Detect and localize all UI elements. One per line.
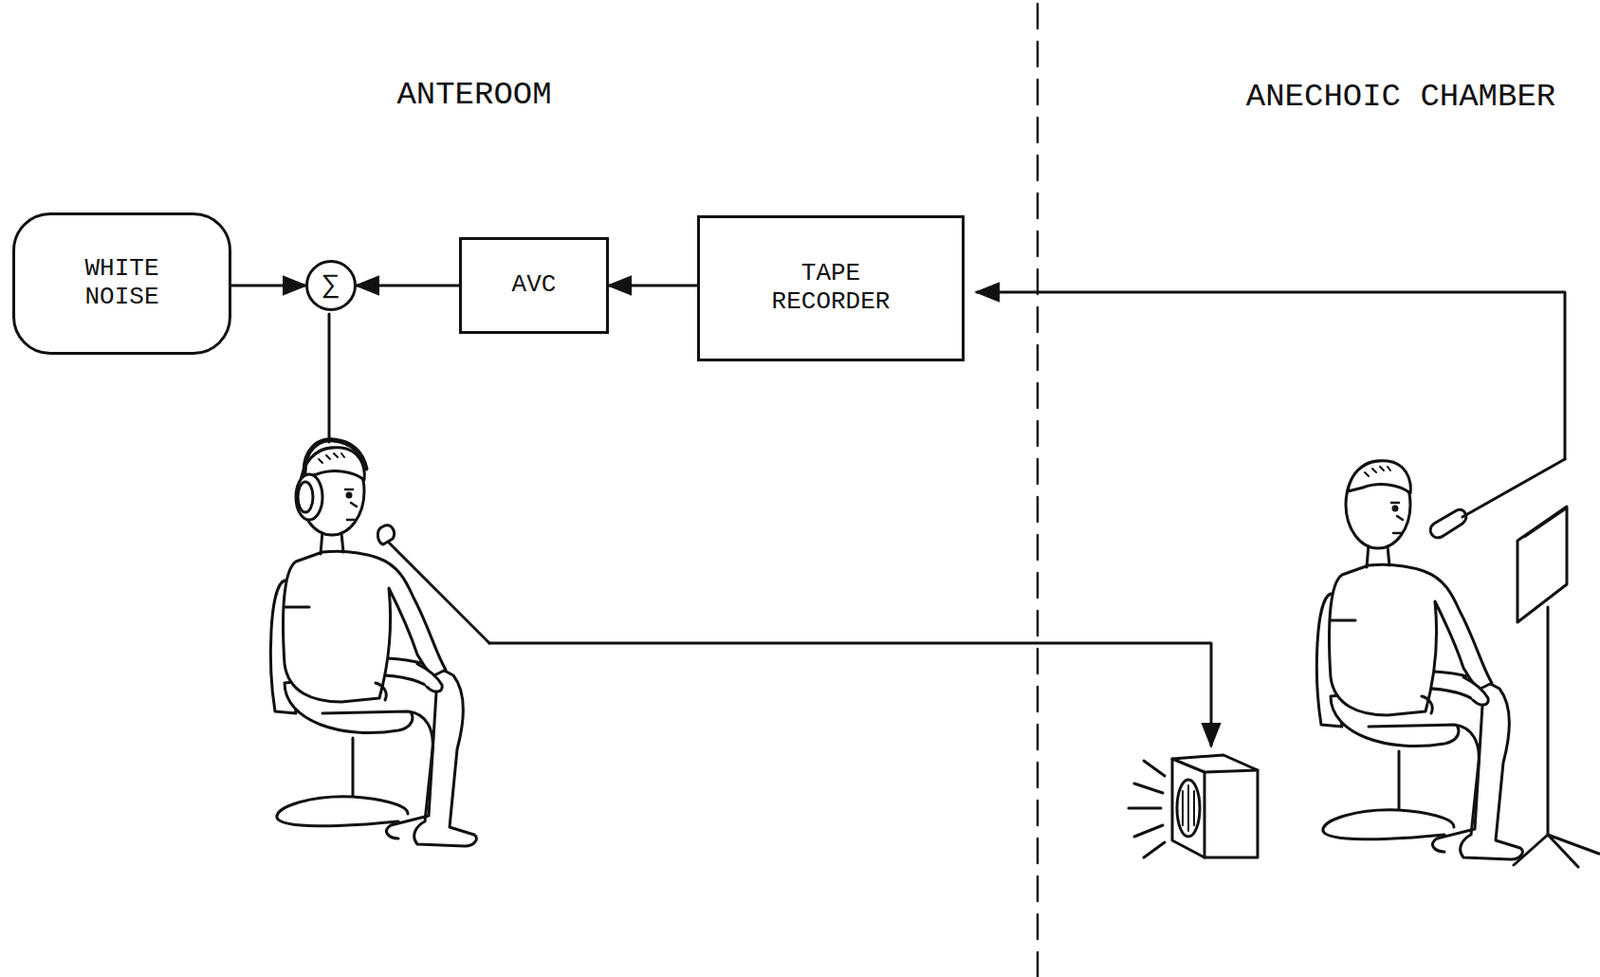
recording-microphone <box>976 292 1565 538</box>
signal-arrow <box>231 284 306 288</box>
loudspeaker <box>1128 754 1258 858</box>
node-label: TAPE RECORDER <box>772 259 891 317</box>
room-label: ANECHOIC CHAMBER <box>1246 78 1556 115</box>
node-label: AVC <box>512 271 557 300</box>
room-label: ANTEROOM <box>396 76 552 113</box>
process-box: TAPE RECORDER <box>697 215 965 362</box>
talker-microphone <box>377 525 1212 746</box>
microphone-wire <box>976 292 1565 460</box>
signal-arrow <box>608 284 698 288</box>
room-divider <box>1036 3 1040 977</box>
process-box: AVC <box>459 237 609 334</box>
headphone-wire <box>328 313 332 442</box>
music-stand <box>1513 506 1600 867</box>
talker-figure <box>1316 460 1523 860</box>
node-label: ∑ <box>323 270 340 301</box>
listener-figure <box>270 447 477 846</box>
source-box: WHITE NOISE <box>12 212 232 355</box>
headphones <box>295 440 367 520</box>
signal-arrow <box>356 284 460 288</box>
summing-junction: ∑ <box>305 259 357 312</box>
node-label: WHITE NOISE <box>84 255 159 313</box>
speaker-wire <box>489 643 1212 746</box>
